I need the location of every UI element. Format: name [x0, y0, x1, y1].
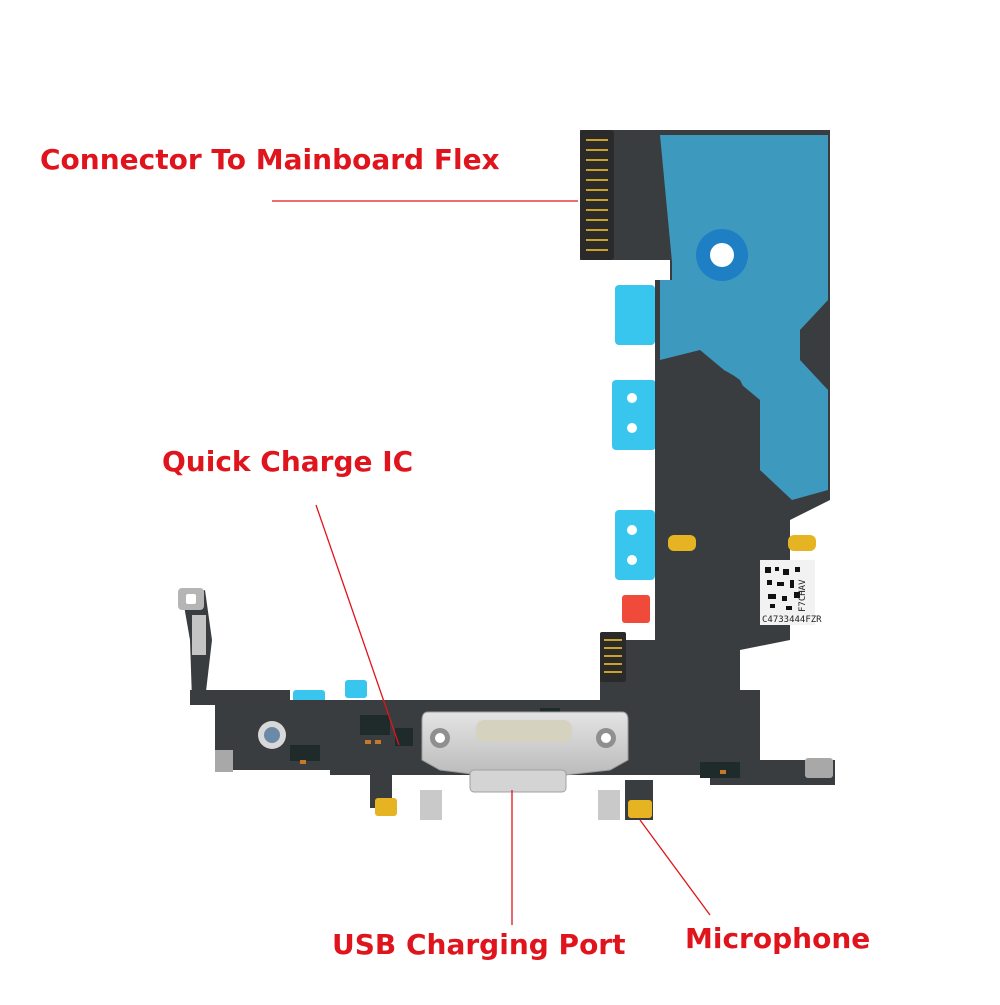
quick-charge-leader-line — [315, 504, 400, 746]
connector-label: Connector To Mainboard Flex — [40, 143, 500, 176]
sticker-code: C4733444FZR — [762, 615, 822, 625]
quick-charge-label: Quick Charge IC — [162, 445, 414, 478]
barcode-sticker: F7CHAV C4733444FZR — [760, 560, 822, 625]
sticker-code-vertical: F7CHAV — [798, 579, 808, 612]
microphone-leader-line — [639, 819, 711, 916]
callout-lines — [272, 200, 711, 925]
usb-port-graphic — [421, 711, 629, 793]
usb-port-label: USB Charging Port — [332, 928, 626, 961]
microphone-label: Microphone — [685, 922, 871, 955]
